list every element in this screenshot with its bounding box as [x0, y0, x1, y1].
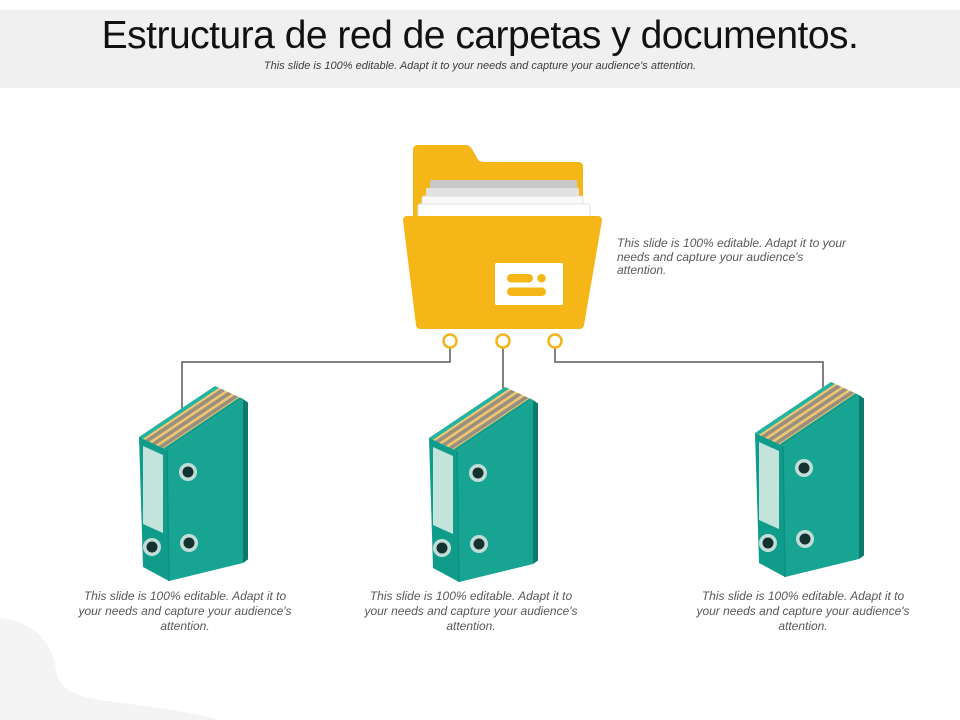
page-title: Estructura de red de carpetas y document… [101, 14, 859, 57]
connector-right [554, 348, 824, 395]
ring-binder-icon [428, 386, 539, 583]
binder-caption: This slide is 100% editable. Adapt it to… [78, 589, 292, 633]
open-folder-icon [403, 145, 602, 329]
binder-caption: This slide is 100% editable. Adapt it to… [364, 589, 578, 633]
ring-binder-icon [138, 385, 249, 582]
label-dash [507, 274, 533, 283]
page-subtitle: This slide is 100% editable. Adapt it to… [263, 60, 697, 72]
label-dot [537, 273, 546, 283]
connector-dot-left [442, 333, 458, 349]
folder-label [495, 263, 563, 305]
binder-caption: This slide is 100% editable. Adapt it to… [696, 589, 910, 633]
label-bar [507, 287, 546, 296]
connector-dot-middle [495, 333, 511, 349]
connector-left [181, 348, 451, 412]
connector-dot-right [547, 333, 563, 349]
ring-binder-icon [754, 381, 865, 578]
corner-blob-shape [0, 618, 220, 720]
slide-header: Estructura de red de carpetas y document… [0, 10, 960, 88]
label-card [495, 263, 563, 305]
corner-decoration [0, 618, 220, 720]
folder-note: This slide is 100% editable. Adapt it to… [617, 236, 847, 277]
